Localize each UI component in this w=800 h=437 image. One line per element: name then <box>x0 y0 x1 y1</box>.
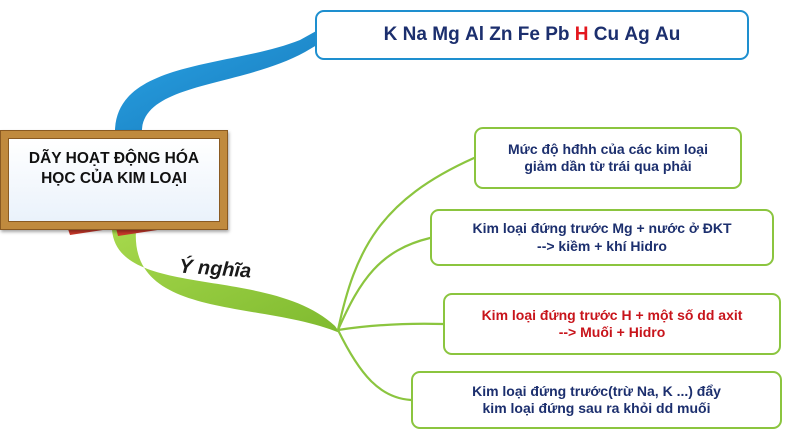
metal-pb: Pb <box>545 24 570 46</box>
sub-branch-to-box4 <box>336 328 413 402</box>
meaning-branch-label: Ý nghĩa <box>178 255 252 283</box>
meaning-box-3-line-2: --> Muối + Hidro <box>558 324 666 340</box>
blue-branch-connector <box>114 30 323 135</box>
meaning-box-1-line-2: giảm dần từ trái qua phải <box>524 158 692 174</box>
activity-series-box[interactable]: K Na Mg Al Zn Fe Pb H Cu Ag Au <box>315 10 749 60</box>
sub-branch-to-box1 <box>336 156 476 332</box>
green-branch-connector <box>112 230 340 333</box>
metal-au: Au <box>655 24 681 46</box>
metal-zn: Zn <box>489 24 513 46</box>
meaning-box-water-reaction[interactable]: Kim loại đứng trước Mg + nước ở ĐKT --> … <box>430 209 774 266</box>
main-topic-panel: DÃY HOẠT ĐỘNG HÓA HỌC CỦA KIM LOẠI <box>8 138 220 222</box>
metal-cu: Cu <box>593 24 620 46</box>
meaning-box-4-line-2: kim loại đứng sau ra khỏi dd muối <box>482 400 711 416</box>
meaning-box-2-line-1: Kim loại đứng trước Mg + nước ở ĐKT <box>472 220 732 236</box>
metal-ag: Ag <box>624 24 650 46</box>
meaning-box-2-line-2: --> kiềm + khí Hidro <box>537 237 667 254</box>
main-topic-line-2: HỌC CỦA KIM LOẠI <box>41 170 187 188</box>
metal-na: Na <box>402 24 427 46</box>
meaning-box-displacement[interactable]: Kim loại đứng trước(trừ Na, K ...) đẩy k… <box>411 371 782 429</box>
metal-k: K <box>383 24 398 46</box>
meaning-box-acid-reaction[interactable]: Kim loại đứng trước H + một số dd axit -… <box>443 293 781 355</box>
meaning-box-4-line-1: Kim loại đứng trước(trừ Na, K ...) đẩy <box>472 382 721 399</box>
metal-mg: Mg <box>432 24 460 46</box>
meaning-box-3-line-1: Kim loại đứng trước H + một số dd axit <box>481 306 743 323</box>
metal-al: Al <box>464 24 484 46</box>
sub-branch-lines <box>336 156 476 402</box>
meaning-box-1-line-1: Mức độ hđhh của các kim loại <box>508 140 708 157</box>
metal-fe: Fe <box>517 24 540 46</box>
metal-h-highlight: H <box>574 24 589 46</box>
sub-branch-to-box3 <box>336 322 445 332</box>
main-topic-line-1: DÃY HOẠT ĐỘNG HÓA <box>28 150 200 167</box>
sub-branch-to-box2 <box>336 236 432 332</box>
main-topic-board[interactable]: DÃY HOẠT ĐỘNG HÓA HỌC CỦA KIM LOẠI <box>0 130 228 230</box>
meaning-box-reactivity-order[interactable]: Mức độ hđhh của các kim loại giảm dần từ… <box>474 127 742 189</box>
